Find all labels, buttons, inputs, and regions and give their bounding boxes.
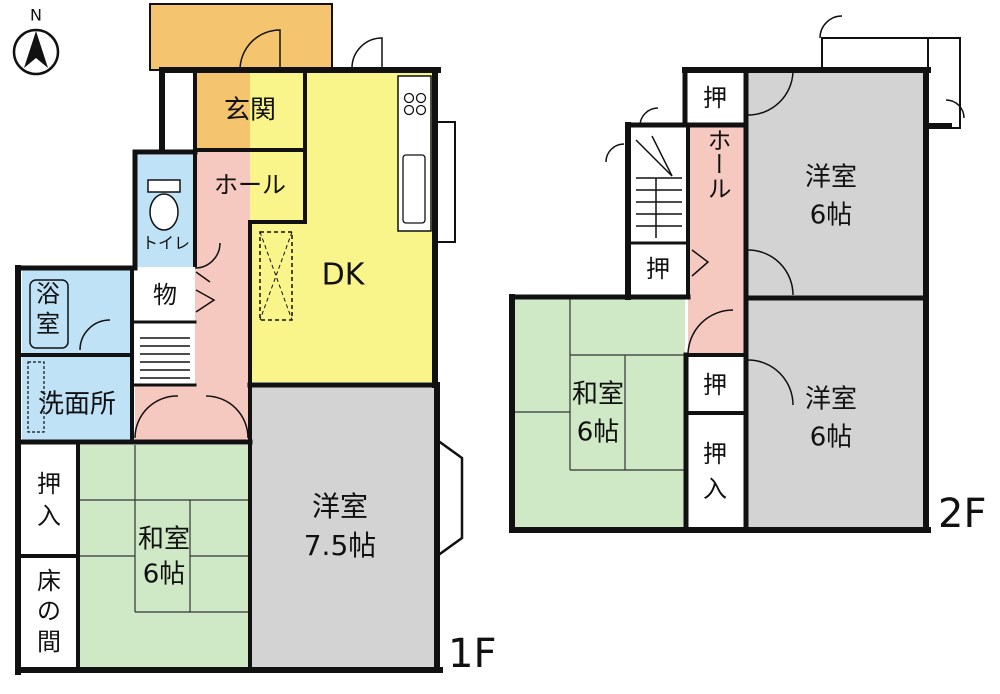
floor2-plan: 押 押 押 押 入 洋室 6帖 洋室 6帖 和室 6帖 2F ホール <box>509 15 986 537</box>
youshitsu-se-room <box>748 300 926 528</box>
bath-label-line2: 室 <box>36 310 60 338</box>
toilet-label: トイレ <box>142 234 190 253</box>
washroom-label: 洗面所 <box>38 390 116 420</box>
oshiire-closet <box>22 445 77 555</box>
tokonoma-label-line2: の <box>37 597 61 625</box>
youshitsu-label-line1: 洋室 <box>312 490 368 523</box>
tokonoma-label-line3: 間 <box>37 628 61 656</box>
washitsu-label-line1: 和室 <box>138 525 190 555</box>
oshiire2-label-line1: 押 <box>703 440 727 468</box>
stove-icon <box>403 92 415 104</box>
tokonoma-label-line1: 床 <box>37 567 61 595</box>
labels-1f: 玄関 ホール トイレ DK 物 浴 室 洗面所 押 入 床 の 間 和室 6帖 … <box>36 96 496 678</box>
floor1-label: 1F <box>448 631 496 677</box>
oshiire-label-line2: 入 <box>37 502 61 530</box>
stairs-2f <box>635 135 682 238</box>
doors-1f <box>79 29 383 439</box>
kitchen-counter <box>397 75 432 232</box>
hall-label: ホール <box>214 171 286 199</box>
toilet-icon <box>147 179 181 231</box>
washitsu-label-line2: 6帖 <box>143 560 186 590</box>
tatami-lines-2f <box>515 298 685 471</box>
oshi-mid-label: 押 <box>646 255 670 283</box>
compass-label: N <box>30 6 42 25</box>
washitsu2-label-line2: 6帖 <box>577 418 620 448</box>
bathtub-icon <box>29 279 69 349</box>
oshi-mid-closet <box>630 245 686 297</box>
washitsu2-room <box>515 298 685 528</box>
oshi-top-label: 押 <box>703 84 727 112</box>
sink-icon <box>402 154 426 224</box>
tokonoma-alcove <box>22 558 77 667</box>
washroom-room <box>22 355 132 440</box>
oshiire2-label-line2: 入 <box>703 475 727 503</box>
youshitsu-room <box>252 385 435 667</box>
oshi-top-closet <box>688 72 744 124</box>
kitchen-window-bay <box>436 121 456 243</box>
labels-2f: 押 押 押 押 入 洋室 6帖 洋室 6帖 和室 6帖 2F <box>572 84 986 537</box>
genkan-label: 玄関 <box>224 96 276 126</box>
youshitsu-se-label-line1: 洋室 <box>805 385 857 415</box>
doors-2f <box>605 15 965 406</box>
walls-1f <box>15 67 443 675</box>
compass: N <box>12 6 60 76</box>
oshi-low-label: 押 <box>703 371 727 399</box>
floor2-label: 2F <box>938 491 986 537</box>
youshitsu-label-line2: 7.5帖 <box>304 529 377 562</box>
washitsu2-label-line1: 和室 <box>572 380 624 410</box>
youshitsu-ne-room <box>748 72 926 297</box>
hall-lower <box>135 385 250 440</box>
hall2-label: ホール <box>703 128 731 200</box>
bath-label-line1: 浴 <box>36 280 60 308</box>
oshiire2-closet <box>688 415 744 528</box>
washstand-icon <box>27 361 45 433</box>
dk-label: DK <box>322 258 366 293</box>
floor1-plan: 玄関 ホール トイレ DK 物 浴 室 洗面所 押 入 床 の 間 和室 6帖 … <box>15 3 496 678</box>
youshitsu-ne-label-line1: 洋室 <box>805 163 857 193</box>
walls-2f <box>509 67 952 533</box>
balcony-side <box>927 37 961 129</box>
youshitsu-ne-label-line2: 6帖 <box>810 201 853 231</box>
north-arrow-icon <box>24 31 48 68</box>
storage-label: 物 <box>153 281 177 309</box>
oshiire-label-line1: 押 <box>37 470 61 498</box>
tatami-lines <box>80 445 248 613</box>
storage-closet <box>135 267 195 322</box>
hall2-label-char1: ホール <box>703 128 731 200</box>
bay-window <box>435 437 464 559</box>
oshi-low-closet <box>688 360 744 412</box>
hall2-room <box>688 125 744 357</box>
stairs-1f <box>140 337 190 379</box>
youshitsu-se-label-line2: 6帖 <box>810 423 853 453</box>
floor-hatch <box>259 231 293 321</box>
